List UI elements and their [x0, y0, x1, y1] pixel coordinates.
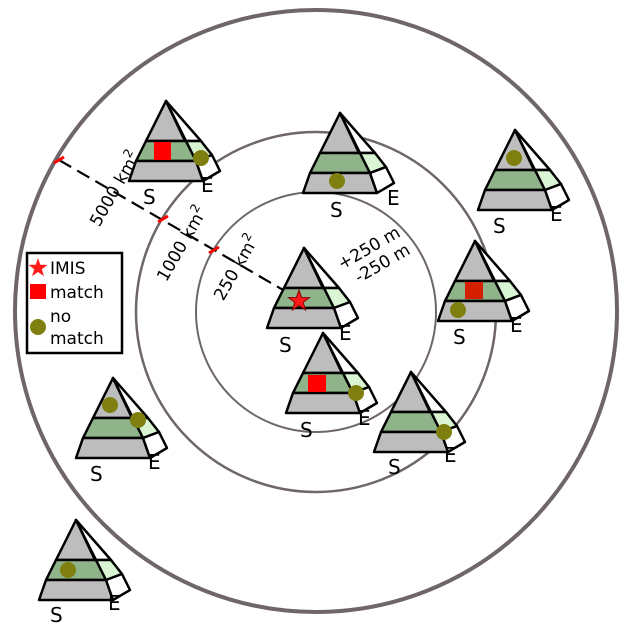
svg-text:S: S	[279, 333, 292, 357]
pyramid-center: S E	[265, 246, 360, 357]
imis-star-icon	[287, 288, 311, 312]
svg-text:250 km2: 250 km2	[207, 230, 264, 304]
ring-label-5000: 5000 km2	[83, 146, 145, 230]
pyramid-left-middle: S E	[74, 376, 169, 486]
ring-5000	[13, 8, 619, 614]
nomatch-circle-icon	[193, 150, 209, 166]
svg-text:S: S	[388, 455, 401, 479]
svg-text:E: E	[108, 591, 121, 615]
nomatch-circle-icon	[60, 562, 76, 578]
legend-label-no: no	[50, 307, 71, 327]
legend-label-imis: IMIS	[50, 259, 86, 279]
elevation-labels: +250 m -250 m	[335, 223, 414, 288]
pyramid-inner-south: S E	[284, 331, 379, 442]
nomatch-circle-icon	[436, 424, 452, 440]
svg-text:E: E	[358, 406, 371, 430]
svg-text:E: E	[444, 443, 457, 467]
svg-text:E: E	[550, 202, 563, 226]
svg-text:S: S	[300, 418, 313, 442]
svg-text:S: S	[330, 198, 343, 222]
nomatch-circle-icon	[102, 397, 118, 413]
legend: IMIS match no match	[25, 251, 124, 355]
ring-label-250: 250 km2	[207, 230, 264, 304]
match-square-icon	[308, 375, 326, 392]
nomatch-circle-icon	[450, 302, 466, 318]
svg-text:S: S	[50, 603, 63, 623]
pyramid-lower-right: S E	[372, 370, 467, 479]
legend-label-nomatch: match	[50, 329, 104, 349]
nomatch-circle-icon	[348, 385, 364, 401]
svg-text:S: S	[90, 462, 103, 486]
svg-text:S: S	[493, 214, 506, 238]
nomatch-circle-icon	[506, 150, 522, 166]
legend-label-match: match	[50, 283, 104, 303]
tick-1000	[157, 214, 169, 224]
legend-square-icon	[30, 284, 46, 299]
tick-5000	[53, 155, 65, 165]
match-square-icon	[465, 282, 483, 299]
pyramid-bottom-left: S E	[37, 518, 132, 623]
legend-circle-icon	[30, 319, 46, 335]
pyramid-right-middle: S E	[436, 239, 531, 349]
nomatch-circle-icon	[130, 412, 146, 428]
svg-text:S: S	[453, 325, 466, 349]
svg-text:E: E	[387, 186, 400, 210]
svg-text:E: E	[148, 450, 161, 474]
nomatch-circle-icon	[329, 173, 345, 189]
pyramid-top-middle: S E	[301, 111, 400, 222]
svg-text:E: E	[201, 173, 214, 197]
tick-250	[208, 245, 220, 255]
pyramid-top-right: S E	[476, 128, 571, 238]
svg-text:S: S	[143, 185, 156, 209]
radius-line	[58, 159, 298, 299]
pyramid-top-left: S E	[127, 99, 222, 209]
svg-text:5000 km2: 5000 km2	[83, 146, 145, 230]
svg-text:E: E	[510, 313, 523, 337]
svg-text:E: E	[339, 321, 352, 345]
legend-star-icon	[28, 258, 48, 277]
match-square-icon	[154, 142, 171, 160]
